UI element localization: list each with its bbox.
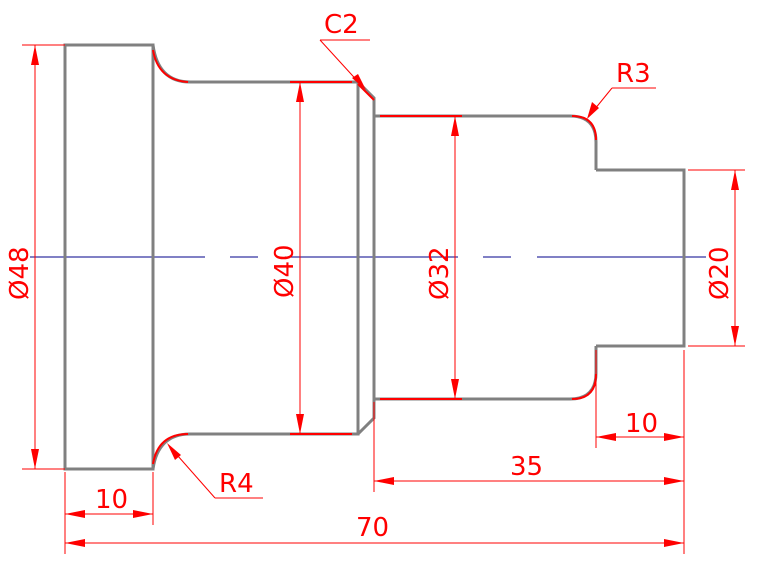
len10-left-label: 10	[95, 485, 128, 515]
dim-dia20: Ø20	[688, 169, 745, 347]
dia32-label: Ø32	[425, 246, 455, 300]
len10-right-label: 10	[625, 409, 658, 439]
callout-r3: R3	[587, 59, 656, 119]
callout-r4: R4	[167, 443, 263, 499]
len35-label: 35	[510, 452, 543, 482]
dim-len70: 70	[64, 492, 685, 554]
dim-dia40: Ø40	[270, 82, 304, 434]
len70-label: 70	[356, 513, 389, 543]
dim-len10-left: 10	[64, 472, 154, 525]
callout-c2: C2	[319, 10, 370, 90]
chamfer-shoulder	[356, 80, 376, 436]
dim-dia32: Ø32	[425, 116, 459, 399]
dia40-label: Ø40	[270, 244, 300, 298]
dim-len10-right: 10	[595, 350, 685, 448]
c2-label: C2	[324, 10, 359, 40]
dim-dia48: Ø48	[5, 44, 65, 470]
r3-label: R3	[616, 59, 651, 89]
dim-len35: 35	[373, 402, 685, 492]
dia20-section	[596, 168, 686, 348]
dia20-label: Ø20	[705, 246, 735, 300]
r4-label: R4	[219, 469, 254, 499]
dia48-label: Ø48	[5, 246, 35, 300]
